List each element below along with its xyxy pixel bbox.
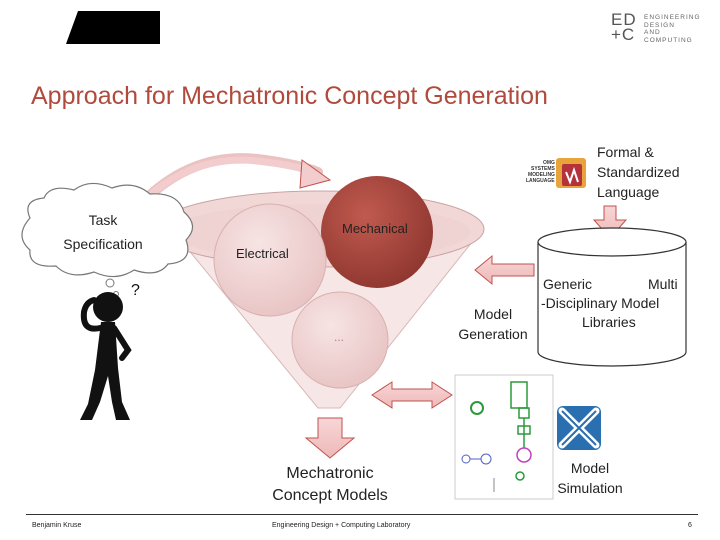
concept-models-arrow	[304, 417, 356, 459]
slide-title: Approach for Mechatronic Concept Generat…	[31, 82, 548, 110]
other-domain-label: ...	[334, 330, 345, 344]
library-label-right: Multi	[648, 276, 678, 292]
edc-logo-top: ED	[611, 10, 637, 29]
model-view-panel	[454, 374, 554, 500]
edc-logo: ED +C ENGINEERING DESIGN AND COMPUTING	[611, 10, 707, 48]
model-generation-label-2: Generation	[458, 326, 528, 342]
page-number: 6	[688, 522, 692, 529]
footer-lab: Engineering Design + Computing Laborator…	[272, 522, 411, 529]
sysml-logo-icon: OMG SYSTEMS MODELING LANGUAGE	[526, 158, 586, 188]
task-spec-label-1: Task	[88, 212, 118, 228]
model-simulation-label-1: Model	[570, 460, 610, 476]
sysml-logo-line-4: LANGUAGE	[526, 178, 555, 184]
model-generation-label-1: Model	[473, 306, 513, 322]
person-thinking-icon: ?	[80, 282, 140, 420]
edc-logo-line-4: COMPUTING	[644, 36, 693, 44]
mechanical-label: Mechanical	[342, 221, 408, 236]
edc-logo-bottom: +C	[611, 25, 636, 44]
library-to-funnel-arrow	[474, 254, 535, 286]
brand-logo-bar	[66, 11, 160, 44]
edc-logo-line-1: ENGINEERING	[644, 14, 701, 21]
mechanical-circle	[321, 176, 433, 288]
electrical-label: Electrical	[236, 246, 289, 261]
concept-models-label-2: Concept Models	[272, 487, 388, 504]
library-cylinder	[537, 227, 687, 367]
library-label-line-3: Libraries	[582, 314, 636, 330]
formal-language-label-3: Language	[597, 184, 660, 200]
formal-language-label-1: Formal &	[597, 144, 654, 160]
formal-language-label-2: Standardized	[597, 164, 680, 180]
svg-text:?: ?	[131, 282, 140, 299]
footer-author: Benjamin Kruse	[32, 522, 82, 529]
model-simulation-label-2: Simulation	[557, 480, 623, 496]
simulation-double-arrow	[371, 381, 453, 409]
edc-logo-line-3: AND	[644, 29, 661, 36]
sysml-logo-line-2: SYSTEMS	[531, 166, 556, 172]
footer-divider	[26, 514, 698, 515]
cycle-arrow-body	[146, 156, 316, 199]
library-label-left: Generic	[543, 276, 593, 292]
sysml-logo-line-3: MODELING	[528, 172, 555, 178]
library-label-line-2: -Disciplinary Model	[541, 295, 660, 311]
other-domain-circle	[291, 291, 389, 389]
task-spec-label-2: Specification	[63, 236, 143, 252]
sysml-logo-line-1: OMG	[543, 160, 555, 166]
edc-logo-line-2: DESIGN	[644, 21, 675, 29]
electrical-circle	[213, 203, 327, 317]
cycle-arrow-head	[299, 159, 332, 189]
concept-models-label-1: Mechatronic	[286, 465, 374, 482]
simulation-app-icon	[557, 406, 601, 450]
